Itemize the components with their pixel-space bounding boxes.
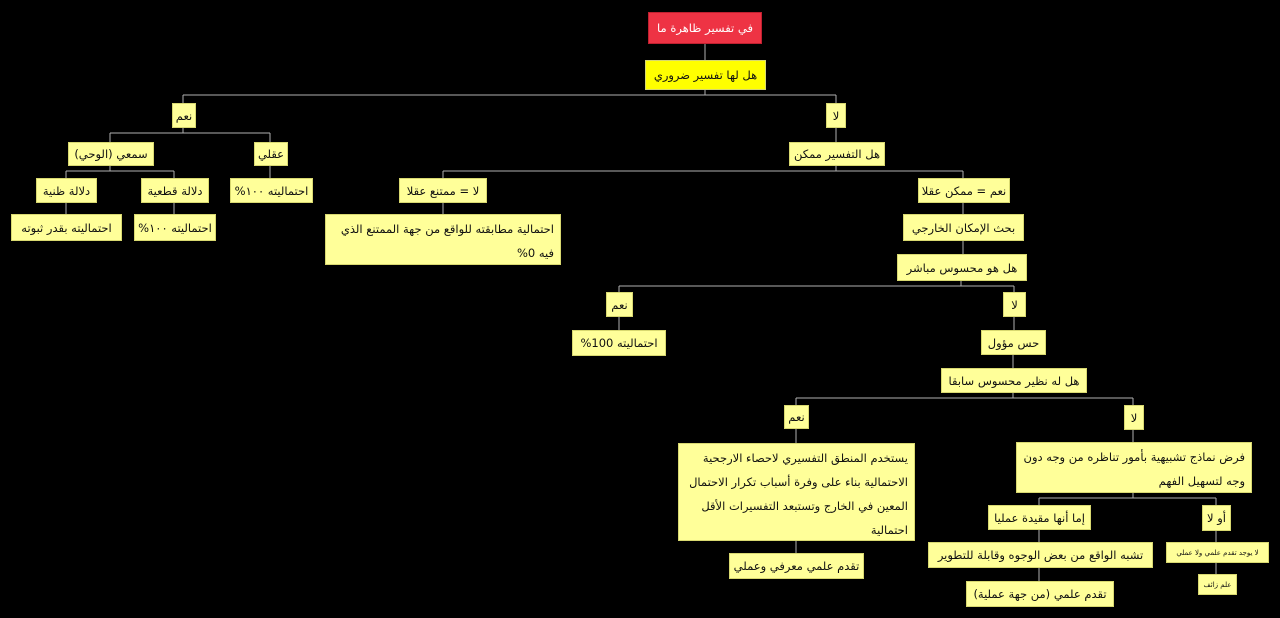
- node-yes-analog[interactable]: نعم: [784, 405, 809, 429]
- connector: [795, 428, 1134, 553]
- node-yes[interactable]: نعم: [172, 103, 196, 128]
- connector: [618, 280, 1015, 292]
- node-dalala-qatiya[interactable]: دلالة قطعية: [141, 178, 209, 203]
- node-impossible-probability[interactable]: احتمالية مطابقته للواقع من جهة الممتنع ا…: [325, 214, 561, 265]
- node-progress-full[interactable]: تقدم علمي معرفي وعملي: [729, 553, 864, 579]
- node-practical[interactable]: إما أنها مقيدة عمليا: [988, 505, 1091, 530]
- node-inference[interactable]: يستخدم المنطق التفسيري لاحصاء الارجحية ا…: [678, 443, 915, 541]
- node-possible-question[interactable]: هل التفسير ممكن: [789, 142, 885, 166]
- node-interpreted-sense[interactable]: حس مؤول: [981, 330, 1046, 355]
- node-analog-question[interactable]: هل له نظير محسوس سابقا: [941, 368, 1087, 393]
- node-external-possibility[interactable]: بحث الإمكان الخارجي: [903, 214, 1024, 241]
- node-or-not[interactable]: أو لا: [1202, 505, 1231, 531]
- node-no-progress[interactable]: لا يوجد تقدم علمي ولا عملي: [1166, 542, 1269, 563]
- node-zanniya-probability[interactable]: احتماليته بقدر ثبوته: [11, 214, 122, 241]
- connector: [618, 316, 1015, 368]
- node-qatiya-probability[interactable]: احتماليته ١٠٠%: [134, 214, 216, 241]
- connector: [795, 392, 1134, 405]
- node-yes-direct[interactable]: نعم: [606, 292, 633, 317]
- node-progress-practical[interactable]: تقدم علمي (من جهة عملية): [966, 581, 1114, 607]
- node-pseudo-science[interactable]: علم زائف: [1198, 574, 1237, 595]
- node-aqli[interactable]: عقلي: [254, 142, 288, 166]
- node-aqli-probability[interactable]: احتماليته ١٠٠%: [230, 178, 313, 203]
- node-no[interactable]: لا: [826, 103, 846, 128]
- connector: [442, 165, 964, 178]
- node-necessary-question[interactable]: هل لها تفسير ضروري: [645, 60, 766, 90]
- node-sami[interactable]: سمعي (الوحي): [68, 142, 154, 166]
- node-direct-question[interactable]: هل هو محسوس مباشر: [897, 254, 1027, 281]
- node-no-analog[interactable]: لا: [1124, 405, 1144, 430]
- node-resembles-reality[interactable]: تشبه الواقع من بعض الوجوه وقابلة للتطوير: [928, 542, 1153, 568]
- node-possible[interactable]: نعم = ممكن عقلا: [918, 178, 1010, 203]
- connector: [109, 127, 271, 142]
- root-node[interactable]: في تفسير ظاهرة ما: [648, 12, 762, 44]
- node-impossible[interactable]: لا = ممتنع عقلا: [399, 178, 487, 203]
- node-models[interactable]: فرض نماذج تشبيهية بأمور تناظره من وجه دو…: [1016, 442, 1252, 493]
- connector: [1038, 529, 1217, 581]
- connector: [1038, 492, 1217, 505]
- connector: [65, 165, 175, 178]
- node-dalala-zanniya[interactable]: دلالة ظنية: [36, 178, 97, 203]
- node-no-direct[interactable]: لا: [1003, 292, 1026, 317]
- connector: [182, 89, 837, 103]
- node-direct-probability[interactable]: احتماليته 100%: [572, 330, 666, 356]
- connector: [65, 202, 964, 254]
